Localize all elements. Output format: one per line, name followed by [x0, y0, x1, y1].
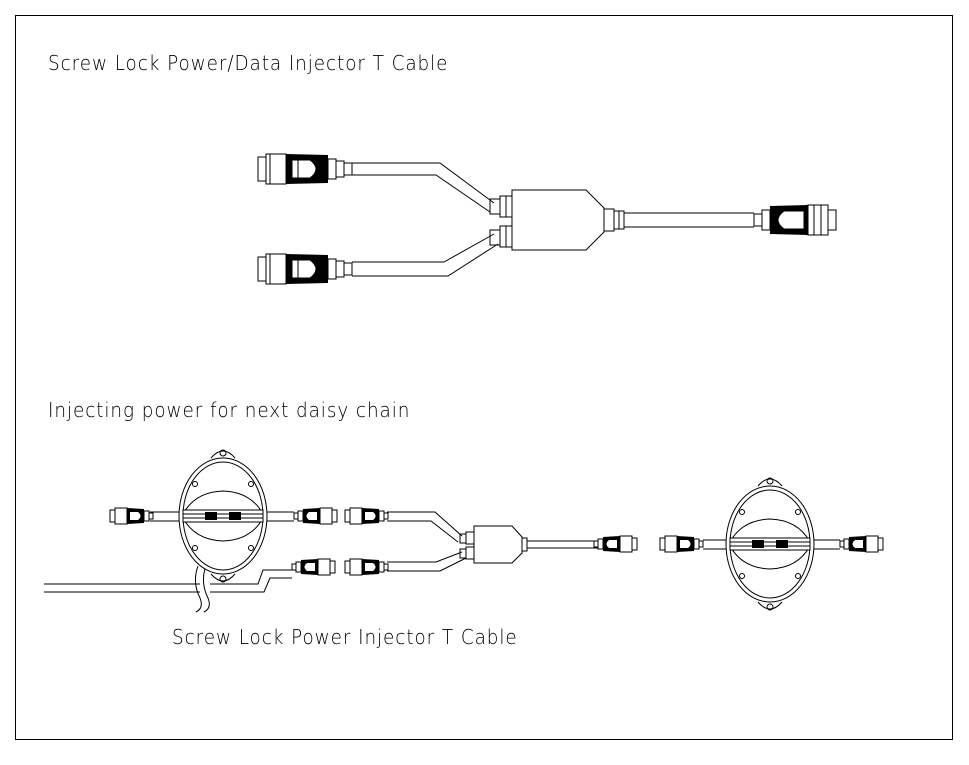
feed-connector [291, 558, 336, 576]
t-cable-output-connector [593, 535, 638, 553]
daisy-chain-title: Injecting power for next daisy chain [48, 398, 411, 422]
left-disc-input-connector [109, 507, 154, 525]
lower-female-connector [257, 253, 353, 285]
right-disc-output-connector [839, 535, 884, 553]
t-cable-upper-connector [344, 507, 389, 525]
male-connector [753, 204, 837, 236]
top-diagram-title: Screw Lock Power/Data Injector T Cable [48, 51, 449, 75]
power-injector-title: Screw Lock Power Injector T Cable [172, 625, 518, 649]
left-disc-cables [150, 512, 294, 521]
small-t-cable [387, 512, 598, 571]
left-junction-box [178, 449, 268, 583]
upper-female-connector [257, 153, 353, 185]
power-feed-cable [44, 566, 292, 612]
t-cable-lower-connector [344, 558, 389, 576]
right-junction-box [725, 477, 815, 611]
right-disc-input-connector [659, 535, 704, 553]
drawing-frame [15, 15, 953, 740]
left-disc-output-connector [293, 507, 338, 525]
top-t-cable [352, 163, 754, 276]
right-disc-cables [703, 540, 840, 549]
